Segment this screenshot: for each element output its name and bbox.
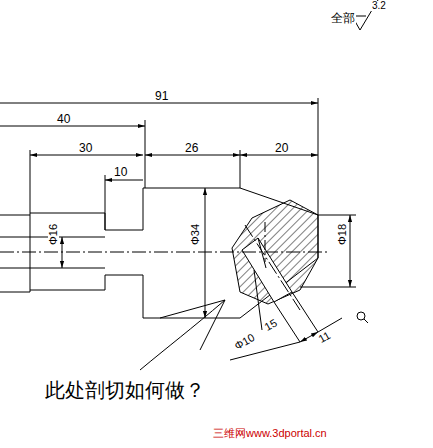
dimension: 10 bbox=[113, 166, 128, 178]
diameter-dimension: Φ16 bbox=[48, 223, 59, 246]
roughness-value: 3.2 bbox=[371, 1, 387, 11]
diameter-dimension: Φ34 bbox=[190, 223, 201, 246]
diameter-dimension: Φ10 bbox=[232, 331, 257, 352]
dimension: 40 bbox=[56, 113, 71, 125]
dimension: 26 bbox=[184, 142, 199, 154]
drilled-hole bbox=[242, 238, 292, 302]
shaft-outline bbox=[0, 188, 318, 318]
dimension: 91 bbox=[154, 90, 169, 102]
question-note: 此处剖切如何做？ bbox=[44, 380, 206, 400]
roughness-note: 全部 bbox=[330, 12, 356, 24]
dimension: 30 bbox=[78, 142, 93, 154]
dimension: 20 bbox=[274, 142, 289, 154]
diameter-dimension: Φ18 bbox=[337, 223, 348, 246]
watermark: 三维网www.3dportal.cn bbox=[212, 428, 328, 439]
pointer-arrow bbox=[140, 300, 225, 370]
depth-dimension: 15 bbox=[262, 317, 280, 334]
